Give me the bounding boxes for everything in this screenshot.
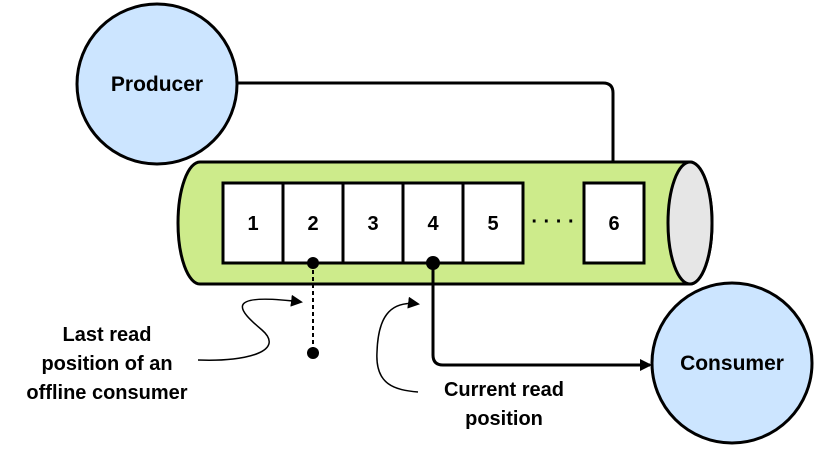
queue-slot-3 [341, 181, 405, 265]
offline-annotation-line1: Last read [63, 324, 152, 346]
producer-to-slot6-arrow [236, 81, 619, 182]
queue-slot-6-label: 6 [608, 213, 619, 235]
offline-position-bottom-dot [307, 347, 319, 359]
queue-slot-6 [582, 181, 646, 265]
queue-slot-5-label: 5 [487, 213, 498, 235]
current-annotation-line2: position [465, 408, 543, 430]
queue-slot-2 [281, 181, 345, 265]
current-annotation-line1: Current read [444, 379, 564, 401]
queue-slot-5 [461, 181, 525, 265]
queue-tube-end [666, 160, 714, 286]
offline-annotation-line3: offline consumer [26, 382, 187, 404]
consumer-label: Consumer [680, 352, 784, 375]
producer-node [75, 2, 239, 166]
current-position-to-consumer-arrow [431, 263, 652, 371]
queue-slot-3-label: 3 [367, 213, 378, 235]
queue-ellipsis: · · · · [531, 211, 574, 233]
queue-slot-1-label: 1 [247, 213, 258, 235]
consumer-node [650, 281, 814, 445]
queue-slot-4-label: 4 [427, 213, 439, 235]
producer-label: Producer [111, 73, 203, 96]
current-annotation-pointer [376, 296, 420, 393]
offline-annotation-line2: position of an [41, 353, 172, 375]
queue-slot-2-label: 2 [307, 213, 318, 235]
offline-position-top-dot [307, 257, 319, 269]
offline-annotation-pointer [197, 294, 303, 361]
